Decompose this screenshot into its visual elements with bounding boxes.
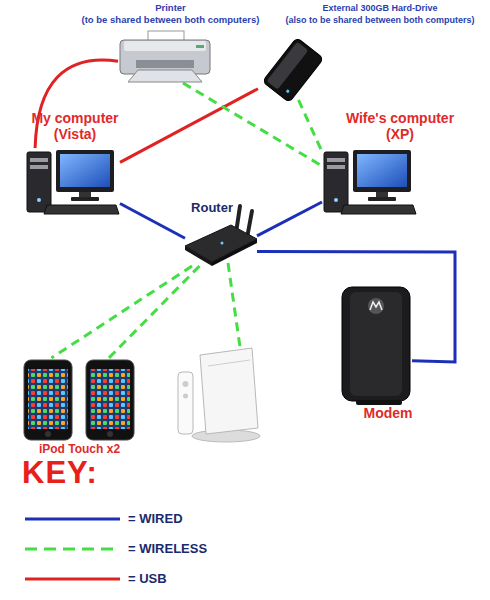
router-front [212,239,257,266]
ipod-case [24,360,72,440]
device-label: iPod Touch x2 [22,442,137,456]
wired-link [257,202,322,236]
wife-computer-illustration [324,150,416,214]
modem-logo-mark [370,302,382,310]
device-note: (XP) [330,126,470,142]
device-label-group: Modem [352,405,424,421]
drive-shine [267,42,309,90]
modem-case [342,287,410,401]
printer-top [124,41,206,51]
legend-sample [25,578,120,581]
ipod-icons [90,369,130,429]
wii-console [200,348,258,434]
ipod-screen [90,369,130,429]
printer-button [196,45,204,48]
device-label: Wife's computer [330,110,470,126]
remote-dpad [183,381,189,387]
device-label-group: External 300GB Hard-Drive(also to be sha… [270,2,490,26]
legend-text: = WIRED [128,511,183,526]
ipod-button [45,431,51,437]
key-heading: KEY: [22,455,98,491]
device-label: Printer [63,2,278,14]
modem-front [350,292,402,396]
computer-node: Wife's computer(XP) [322,148,417,218]
legend-text: = WIRELESS [128,541,207,556]
wii-illustration [178,348,260,442]
wireless-link [183,83,322,166]
wii-remote [178,372,193,434]
ipod-node: iPod Touch x2 [22,358,137,442]
device-label-group: My computer(Vista) [10,110,140,142]
drive-case [262,37,323,102]
device-label: My computer [10,110,140,126]
device-note: (also to be shared between both computer… [270,14,490,26]
router-node: Router [185,218,257,266]
my-computer-illustration [27,150,119,214]
device-label: Modem [352,405,424,421]
hard-drive-illustration [262,37,323,102]
wireless-link [109,266,200,358]
device-note: (to be shared between both computers) [63,14,278,26]
device-label-group: Printer(to be shared between both comput… [63,2,278,26]
legend-sample [25,548,120,551]
legend-text: = USB [128,571,167,586]
wireless-link [228,263,240,347]
device-label-group: Router [177,200,247,215]
device-note: (Vista) [10,126,140,142]
printer-illustration [120,31,210,82]
ipod-case [86,360,134,440]
remote-button [183,394,188,399]
ipod-screen [28,369,68,429]
ipod-illustration [24,360,134,440]
usb-cable [120,89,258,163]
ipod-button [107,431,113,437]
drive-light [286,89,290,93]
device-label-group: iPod Touch x2 [22,442,137,456]
wired-link [120,204,185,239]
router-light [221,242,224,245]
modem-logo [368,298,384,314]
modem-node: Modem [340,285,412,403]
computer-node: My computer(Vista) [25,148,120,218]
printer-slot [136,60,194,68]
printer-node: Printer(to be shared between both comput… [118,35,213,83]
hard-drive-node: External 300GB Hard-Drive(also to be sha… [258,40,328,100]
ipod-icons [28,369,68,429]
device-label: Router [177,200,247,215]
legend-sample [25,518,120,521]
printer-body [120,40,210,74]
device-label: External 300GB Hard-Drive [270,2,490,14]
wii-slot [208,360,250,366]
modem-illustration [342,287,410,405]
modem-foot [356,400,402,405]
router-side [185,246,212,266]
printer-tray [128,70,202,82]
wireless-link [299,100,323,152]
device-label-group: Wife's computer(XP) [330,110,470,142]
router-body [185,225,257,262]
router-illustration [185,206,257,266]
